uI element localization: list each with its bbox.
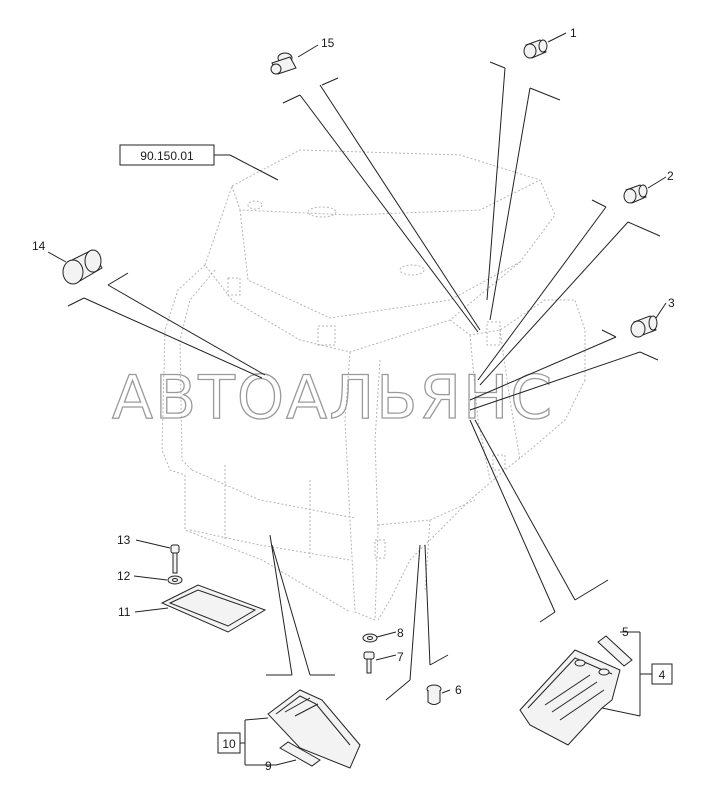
callout-14[interactable]: 14 [32, 239, 46, 253]
part-13-bolt [135, 539, 180, 574]
callout-4[interactable]: 4 [659, 668, 666, 682]
reference-box[interactable] [119, 144, 215, 166]
part-9-strip [275, 741, 321, 767]
callout-13[interactable]: 13 [117, 533, 131, 547]
cab-outline [161, 149, 586, 621]
callout-8[interactable]: 8 [397, 626, 404, 640]
callout-9[interactable]: 9 [265, 759, 272, 773]
callout-1[interactable]: 1 [570, 26, 577, 40]
callout-10[interactable]: 10 [222, 737, 236, 751]
part-1-cap [523, 32, 567, 59]
leader-lines [67, 61, 661, 701]
part-3-cap [630, 302, 667, 338]
part-4-step [519, 649, 641, 746]
part-6-bushing [426, 684, 451, 705]
part-7-bolt [363, 651, 397, 674]
part-12-washer [133, 575, 183, 585]
callout-3[interactable]: 3 [668, 296, 675, 310]
part-10-step [244, 689, 361, 769]
reference-box-label: 90.150.01 [140, 149, 194, 163]
callout-2[interactable]: 2 [667, 169, 674, 183]
bracket-lines [214, 154, 652, 766]
part-11-plate [134, 584, 267, 633]
callout-4-box[interactable] [651, 663, 673, 685]
callout-10-box[interactable] [217, 732, 241, 754]
part-15-plug [270, 44, 319, 75]
callout-15[interactable]: 15 [321, 36, 335, 50]
callout-7[interactable]: 7 [397, 650, 404, 664]
watermark-text: АВТОАЛЬЯНС [112, 363, 554, 433]
callout-6[interactable]: 6 [455, 683, 462, 697]
part-8-washer [362, 631, 397, 643]
part-14-bushing [47, 249, 103, 285]
part-2-cap [623, 176, 667, 204]
part-5-strip [597, 631, 640, 667]
callout-11[interactable]: 11 [118, 605, 131, 619]
callout-12[interactable]: 12 [117, 569, 131, 583]
callout-5[interactable]: 5 [622, 625, 629, 639]
